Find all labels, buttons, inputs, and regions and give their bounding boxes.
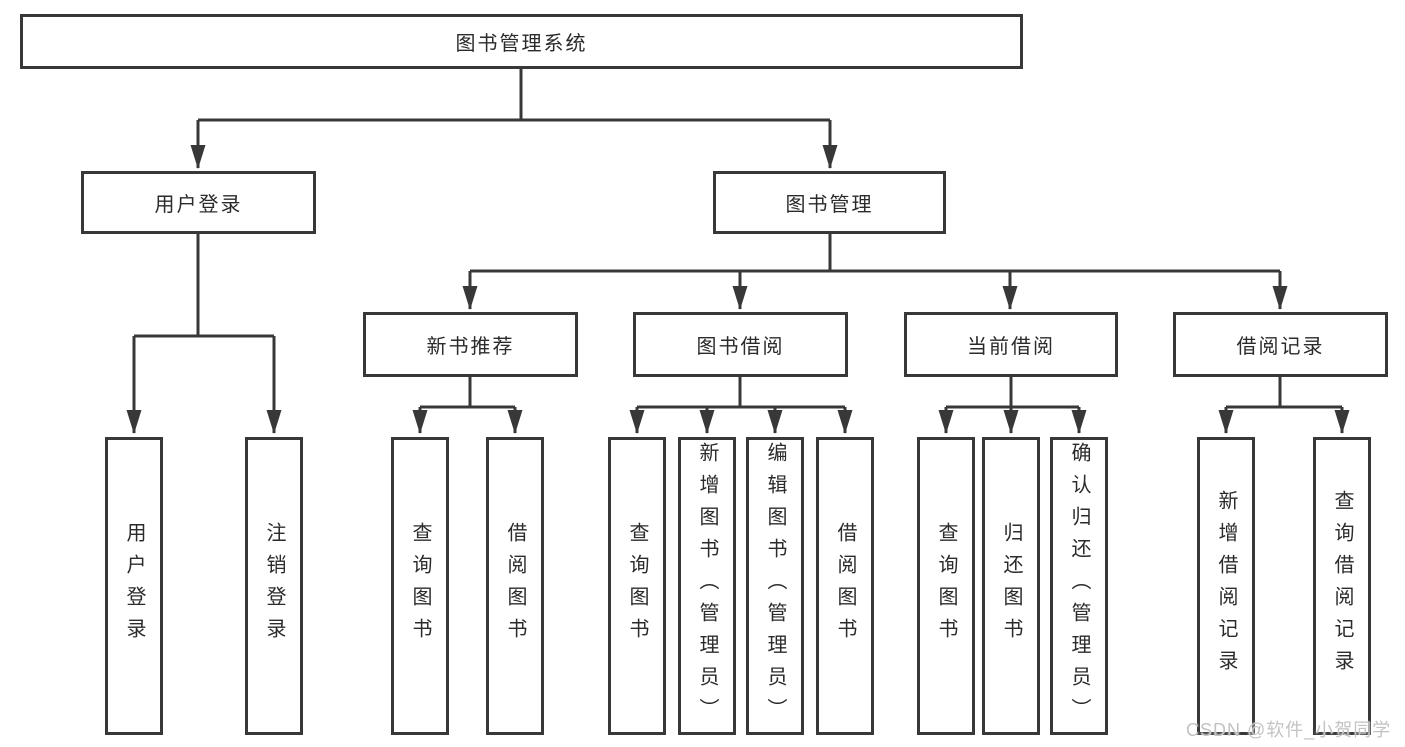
node-new-book-recommendation: 新书推荐 [363, 312, 578, 377]
node-label: 注销登录 [263, 522, 285, 650]
leaf-borrowing-query-books: 查询图书 [608, 437, 666, 735]
leaf-edit-book-admin: 编辑图书（管理员） [746, 437, 804, 735]
leaf-recommend-query-books: 查询图书 [391, 437, 449, 735]
node-label: 查询借阅记录 [1331, 490, 1353, 682]
leaf-add-book-admin: 新增图书（管理员） [678, 437, 736, 735]
leaf-add-borrow-record: 新增借阅记录 [1197, 437, 1255, 735]
node-book-borrowing: 图书借阅 [633, 312, 848, 377]
leaf-return-books: 归还图书 [982, 437, 1040, 735]
node-borrowing-records: 借阅记录 [1173, 312, 1388, 377]
node-label: 编辑图书（管理员） [764, 442, 786, 730]
node-label: 图书管理 [785, 194, 874, 216]
node-label: 新增借阅记录 [1215, 490, 1237, 682]
node-label: 查询图书 [935, 522, 957, 650]
node-label: 查询图书 [626, 522, 648, 650]
node-label: 图书借阅 [696, 336, 785, 358]
node-book-management: 图书管理 [713, 171, 946, 234]
leaf-borrowing-borrow-books: 借阅图书 [816, 437, 874, 735]
csdn-watermark: CSDN @软件_小贺同学 [1186, 720, 1392, 740]
node-label: 当前借阅 [967, 336, 1055, 358]
node-label: 借阅图书 [834, 522, 856, 650]
node-user-login: 用户登录 [81, 171, 316, 234]
node-label: 新增图书（管理员） [696, 442, 718, 730]
node-label: 用户登录 [123, 522, 145, 650]
leaf-recommend-borrow-books: 借阅图书 [486, 437, 544, 735]
node-label: 新书推荐 [426, 336, 515, 358]
node-library-system-root: 图书管理系统 [20, 14, 1023, 69]
node-label: 查询图书 [409, 522, 431, 650]
node-label: 确认归还（管理员） [1068, 442, 1090, 730]
node-label: 借阅图书 [504, 522, 526, 650]
leaf-logout: 注销登录 [245, 437, 303, 735]
leaf-query-borrow-record: 查询借阅记录 [1313, 437, 1371, 735]
node-label: 归还图书 [1000, 522, 1022, 650]
node-current-borrowing: 当前借阅 [904, 312, 1118, 377]
node-label: 用户登录 [154, 194, 243, 216]
node-label: 图书管理系统 [455, 33, 588, 55]
leaf-current-query-books: 查询图书 [917, 437, 975, 735]
leaf-user-login: 用户登录 [105, 437, 163, 735]
node-label: 借阅记录 [1236, 336, 1325, 358]
leaf-confirm-return-admin: 确认归还（管理员） [1050, 437, 1108, 735]
